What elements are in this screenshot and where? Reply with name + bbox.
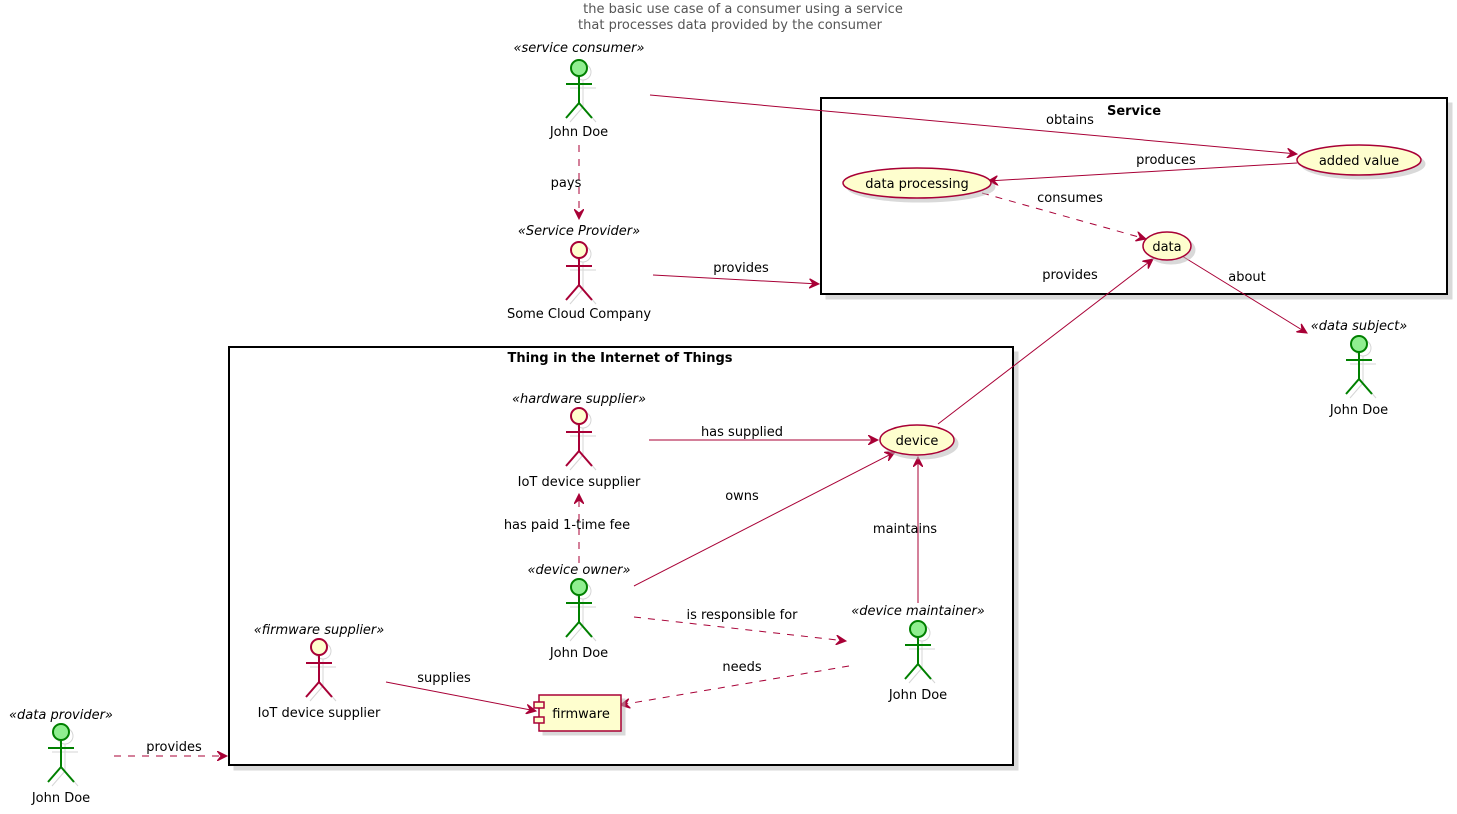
actor-data-provider: «data provider» John Doe: [9, 708, 113, 806]
person-icon: [565, 241, 597, 305]
usecase-label-device: device: [896, 434, 939, 449]
edge-supplies: [385, 681, 536, 711]
diagram-title-line-2: that processes data provided by the cons…: [578, 18, 883, 33]
edge-label-provides-iot: provides: [146, 740, 202, 755]
actor-stereotype-service-consumer: «service consumer»: [513, 41, 644, 56]
edge-needs: [620, 665, 850, 705]
actor-data-subject: «data subject» John Doe: [1311, 319, 1408, 418]
person-icon: [565, 59, 597, 123]
actor-name-service-provider: Some Cloud Company: [507, 307, 651, 322]
service-package: Service: [820, 97, 1453, 300]
actor-name-device-owner: John Doe: [549, 646, 608, 661]
actor-service-consumer: «service consumer» John Doe: [513, 41, 644, 140]
person-icon: [904, 620, 936, 684]
component-label-firmware: firmware: [552, 707, 610, 722]
edge-label-pays: pays: [551, 176, 582, 191]
actor-name-service-consumer: John Doe: [549, 125, 608, 140]
component-firmware: firmware: [533, 694, 626, 736]
person-icon: [565, 578, 597, 642]
edge-label-has-supplied: has supplied: [701, 425, 783, 440]
person-icon: [1345, 335, 1377, 399]
actor-name-firmware-supplier: IoT device supplier: [258, 706, 381, 721]
usecase-label-data: data: [1152, 240, 1181, 255]
actor-name-hardware-supplier: IoT device supplier: [518, 475, 641, 490]
usecase-label-added-value: added value: [1319, 154, 1399, 169]
actor-stereotype-data-provider: «data provider»: [9, 708, 113, 723]
edge-label-has-paid: has paid 1-time fee: [504, 518, 630, 533]
person-icon: [47, 723, 79, 787]
diagram-title-line-1: the basic use case of a consumer using a…: [583, 2, 903, 17]
actor-stereotype-firmware-supplier: «firmware supplier»: [254, 623, 385, 638]
actor-stereotype-device-maintainer: «device maintainer»: [851, 604, 985, 619]
edge-about: [1181, 255, 1307, 333]
edge-provides-data: [937, 259, 1153, 425]
actor-stereotype-hardware-supplier: «hardware supplier»: [512, 392, 646, 407]
edge-owns: [633, 452, 895, 587]
edge-obtains: [649, 94, 1297, 154]
edge-produces: [988, 162, 1298, 181]
edge-label-consumes: consumes: [1037, 191, 1103, 206]
usecase-data-processing: data processing: [842, 167, 996, 203]
actor-firmware-supplier: «firmware supplier» IoT device supplier: [254, 623, 385, 721]
actor-stereotype-device-owner: «device owner»: [527, 563, 630, 578]
edge-consumes: [981, 192, 1146, 239]
actor-device-maintainer: «device maintainer» John Doe: [851, 604, 985, 703]
edge-label-responsible: is responsible for: [686, 608, 798, 623]
person-icon: [305, 638, 337, 702]
actor-service-provider: «Service Provider» Some Cloud Company: [507, 224, 651, 322]
edge-label-supplies: supplies: [417, 671, 471, 686]
usecase-added-value: added value: [1296, 144, 1426, 180]
usecase-data: data: [1142, 231, 1196, 265]
actor-name-data-provider: John Doe: [31, 791, 90, 806]
usecase-label-data-processing: data processing: [865, 177, 968, 192]
service-package-title: Service: [1107, 104, 1161, 119]
actor-stereotype-service-provider: «Service Provider»: [518, 224, 640, 239]
edge-label-produces: produces: [1136, 153, 1196, 168]
edge-provides-service: [652, 274, 819, 284]
person-icon: [565, 407, 597, 471]
usecase-device: device: [879, 424, 959, 460]
actor-device-owner: «device owner» John Doe: [527, 563, 630, 661]
edge-label-maintains: maintains: [873, 522, 937, 537]
actor-stereotype-data-subject: «data subject»: [1311, 319, 1408, 334]
actor-name-data-subject: John Doe: [1329, 403, 1388, 418]
edge-label-provides-service: provides: [713, 261, 769, 276]
iot-package-title: Thing in the Internet of Things: [507, 351, 732, 366]
edge-label-owns: owns: [725, 489, 759, 504]
edge-label-needs: needs: [722, 660, 761, 675]
edge-label-obtains: obtains: [1046, 113, 1094, 128]
edge-label-about: about: [1228, 270, 1266, 285]
actor-name-device-maintainer: John Doe: [888, 688, 947, 703]
actor-hardware-supplier: «hardware supplier» IoT device supplier: [512, 392, 646, 490]
edges: obtains pays provides produces consumes …: [114, 94, 1307, 756]
edge-label-provides-data: provides: [1042, 268, 1098, 283]
